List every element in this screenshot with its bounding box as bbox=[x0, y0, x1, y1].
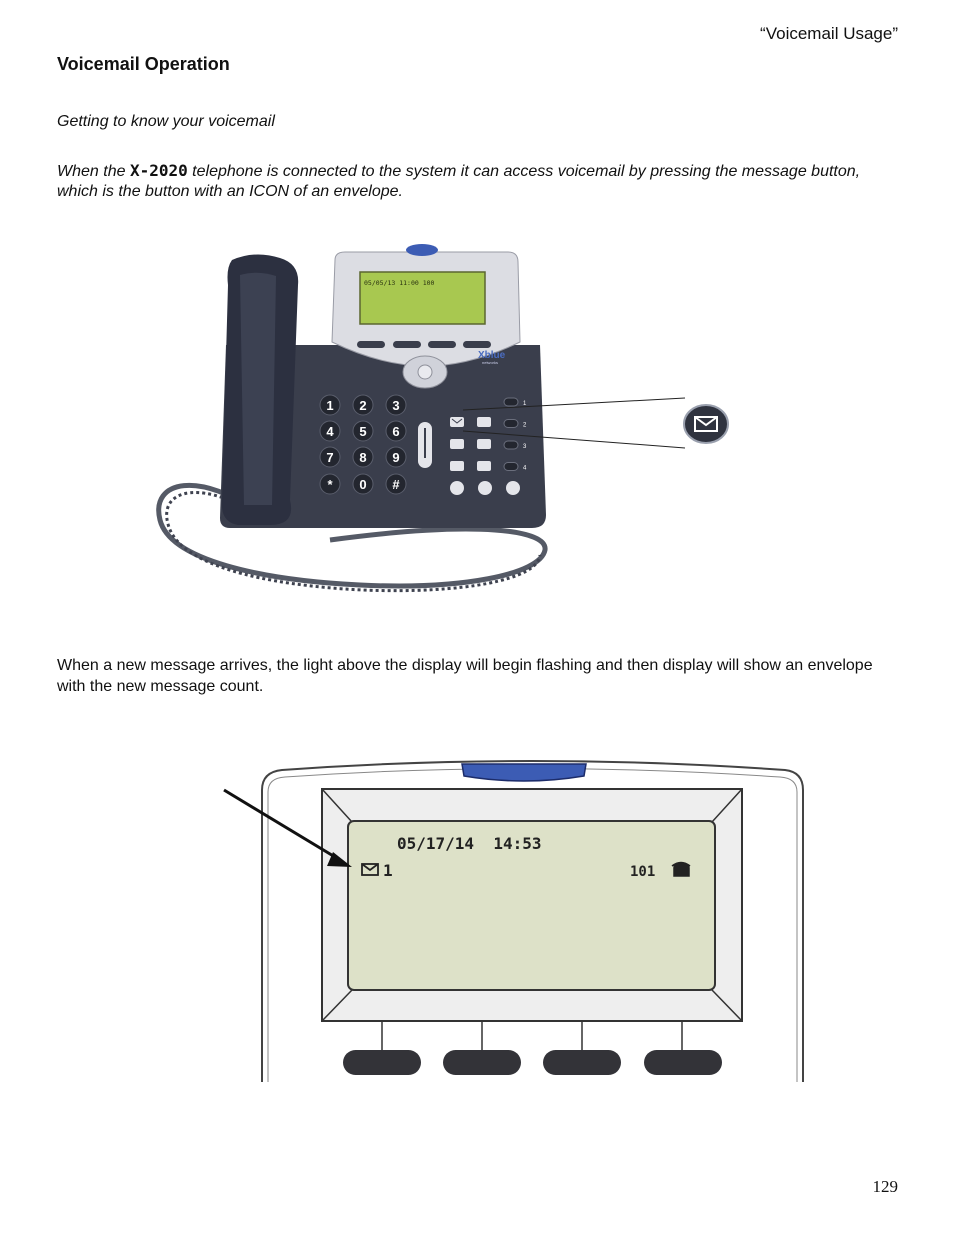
intro-paragraph: When the X-2020 telephone is connected t… bbox=[57, 161, 887, 202]
coiled-cord bbox=[156, 482, 548, 593]
keypad-key-label: * bbox=[327, 477, 333, 492]
soft-key-3[interactable] bbox=[428, 341, 456, 348]
lcd-datetime: 05/17/14 14:53 bbox=[397, 834, 542, 853]
running-header: “Voicemail Usage” bbox=[760, 24, 898, 43]
phone-base bbox=[220, 345, 546, 528]
keypad-key-6[interactable] bbox=[319, 446, 341, 468]
transfer-button[interactable] bbox=[477, 439, 491, 449]
keypad-key-0[interactable] bbox=[319, 394, 341, 416]
lcd-screen bbox=[347, 820, 716, 991]
phone-illustration: 05/05/13 11:00 100 Xblue networks 1 2 3 4 5 6… bbox=[156, 244, 729, 593]
handsfree-button[interactable] bbox=[506, 481, 520, 495]
hold-button[interactable] bbox=[450, 461, 464, 471]
keypad-key-label: 1 bbox=[326, 398, 333, 413]
line-key-label: 3 bbox=[523, 444, 527, 450]
keypad: 1 2 3 4 5 6 7 8 9 * 0 # bbox=[319, 394, 407, 495]
handset-highlight bbox=[240, 272, 276, 505]
line-key-0[interactable] bbox=[503, 397, 519, 407]
keypad-key-5[interactable] bbox=[385, 420, 407, 442]
keypad-key-7[interactable] bbox=[352, 446, 374, 468]
keypad-key-4[interactable] bbox=[352, 420, 374, 442]
speaker-button[interactable] bbox=[478, 481, 492, 495]
line-keys: 1 2 3 4 bbox=[503, 397, 527, 472]
soft-key-4[interactable] bbox=[463, 341, 491, 348]
brand-logo-sub: networks bbox=[482, 360, 498, 365]
lcd-phone-icon bbox=[671, 861, 691, 877]
line-key-label: 4 bbox=[523, 466, 527, 472]
line-key-label: 1 bbox=[523, 401, 527, 407]
frame-corner-tr bbox=[711, 788, 743, 823]
brand-logo: Xblue bbox=[478, 350, 506, 361]
mute-button[interactable] bbox=[477, 461, 491, 471]
keypad-key-10[interactable] bbox=[352, 473, 374, 495]
soft-key-4[interactable] bbox=[644, 1050, 722, 1075]
new-message-paragraph: When a new message arrives, the light ab… bbox=[57, 657, 873, 695]
keypad-key-8[interactable] bbox=[385, 446, 407, 468]
redial-button[interactable] bbox=[477, 417, 491, 427]
message-button-envelope-icon bbox=[451, 418, 463, 424]
pointer-arrowhead bbox=[327, 852, 352, 867]
callout-line-bottom bbox=[462, 430, 686, 449]
keypad-key-label: 3 bbox=[392, 398, 399, 413]
keypad-key-label: 0 bbox=[359, 477, 366, 492]
line-key-2[interactable] bbox=[503, 440, 519, 450]
pointer-arrow bbox=[223, 788, 341, 862]
lcd-envelope-icon bbox=[361, 863, 379, 876]
intro-after: telephone is connected to the system it … bbox=[57, 163, 861, 200]
lcd-extension: 101 bbox=[630, 864, 655, 880]
message-led bbox=[406, 244, 438, 256]
message-led bbox=[461, 763, 587, 782]
soft-key-2[interactable] bbox=[443, 1050, 521, 1075]
keypad-key-label: 7 bbox=[326, 450, 333, 465]
keypad-key-11[interactable] bbox=[385, 473, 407, 495]
subtitle: Getting to know your voicemail bbox=[57, 113, 275, 130]
frame-corner-tl bbox=[321, 788, 353, 823]
nav-center-button[interactable] bbox=[417, 364, 433, 380]
page-number: 129 bbox=[872, 1177, 899, 1196]
soft-key-2[interactable] bbox=[393, 341, 421, 348]
soft-key-1[interactable] bbox=[343, 1050, 421, 1075]
soft-key-1[interactable] bbox=[357, 341, 385, 348]
keypad-key-label: 6 bbox=[392, 424, 399, 439]
frame-corner-br bbox=[711, 989, 743, 1022]
model-name: X-2020 bbox=[129, 161, 188, 180]
keypad-key-label: 2 bbox=[359, 398, 366, 413]
intro-before: When the bbox=[57, 163, 130, 180]
lcd-screen-small bbox=[359, 271, 486, 325]
keypad-key-label: 9 bbox=[392, 450, 399, 465]
line-key-3[interactable] bbox=[503, 462, 519, 471]
keypad-key-label: 8 bbox=[359, 450, 366, 465]
keypad-key-9[interactable] bbox=[319, 473, 341, 495]
soft-keys bbox=[343, 1021, 722, 1075]
line-key-1[interactable] bbox=[503, 419, 519, 428]
envelope-icon bbox=[694, 416, 718, 432]
keypad-key-1[interactable] bbox=[352, 394, 374, 416]
keypad-key-3[interactable] bbox=[319, 420, 341, 442]
callout-line-top bbox=[462, 397, 686, 411]
lcd-message-count: 1 bbox=[383, 861, 393, 880]
volume-rocker-mark bbox=[424, 428, 426, 458]
keypad-key-label: # bbox=[392, 477, 400, 492]
keypad-key-label: 5 bbox=[359, 424, 366, 439]
section-title: Voicemail Operation bbox=[57, 54, 230, 74]
keypad-key-label: 4 bbox=[326, 424, 334, 439]
lcd-small-text: 05/05/13 11:00 100 bbox=[364, 279, 435, 287]
headset-button[interactable] bbox=[450, 481, 464, 495]
keypad-key-2[interactable] bbox=[385, 394, 407, 416]
message-button[interactable] bbox=[450, 417, 464, 427]
conference-button[interactable] bbox=[450, 439, 464, 449]
soft-key-3[interactable] bbox=[543, 1050, 621, 1075]
frame-corner-bl bbox=[321, 989, 353, 1022]
line-key-label: 2 bbox=[523, 423, 527, 429]
display-closeup: 05/17/14 14:53 1 101 bbox=[223, 760, 804, 1082]
